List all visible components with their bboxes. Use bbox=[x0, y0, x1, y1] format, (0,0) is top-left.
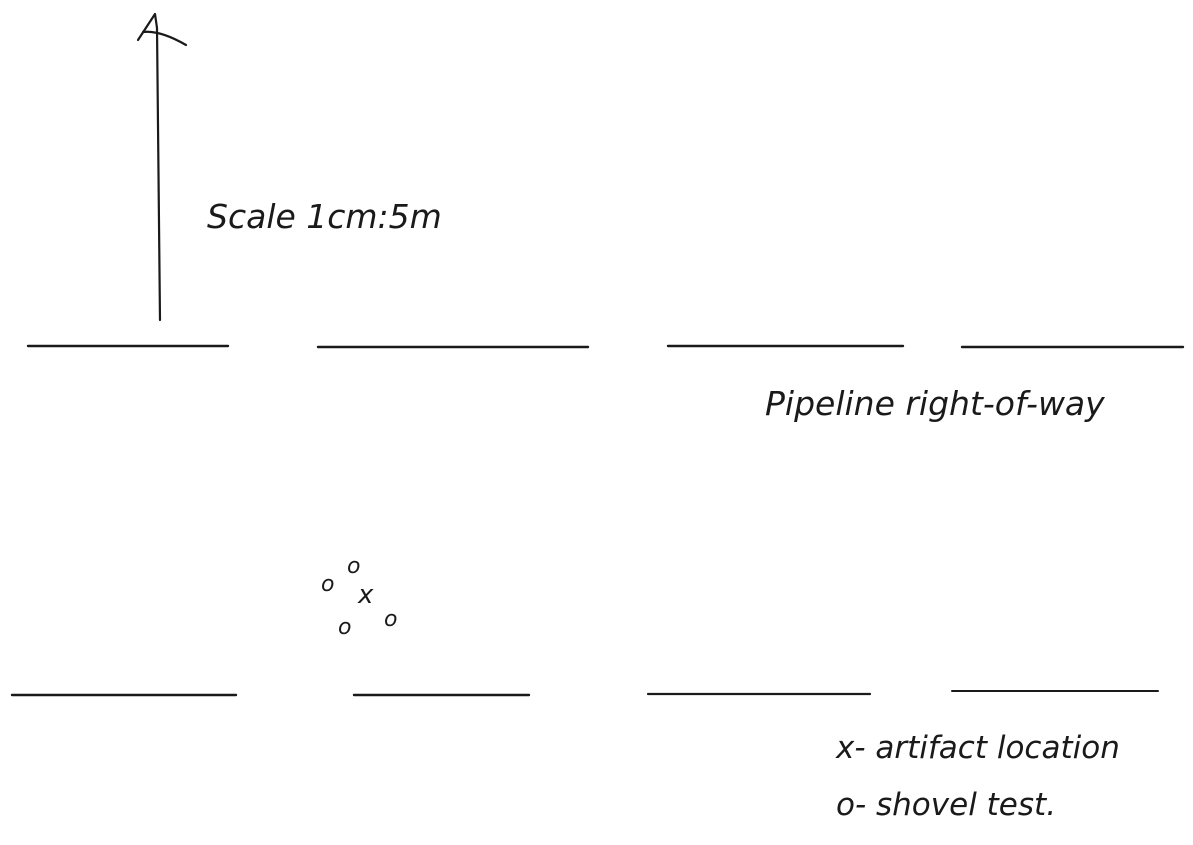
shovel-test-marker: o bbox=[347, 554, 360, 579]
shovel-test-marker: o bbox=[338, 615, 351, 640]
find-spot-cluster: o o x o o bbox=[321, 554, 397, 640]
legend: x- artifact location o- shovel test. bbox=[835, 730, 1120, 823]
shovel-test-marker: o bbox=[384, 607, 397, 632]
right-of-way-label: Pipeline right-of-way bbox=[765, 384, 1105, 423]
legend-artifact: x- artifact location bbox=[835, 730, 1120, 766]
artifact-marker: x bbox=[357, 580, 374, 610]
right-of-way-south-boundary bbox=[10, 690, 1159, 697]
north-arrow-icon bbox=[136, 12, 188, 322]
scale-label: Scale 1cm:5m bbox=[207, 197, 442, 236]
legend-shovel-test: o- shovel test. bbox=[836, 787, 1056, 823]
right-of-way-north-boundary bbox=[26, 344, 1185, 349]
shovel-test-marker: o bbox=[321, 572, 334, 597]
